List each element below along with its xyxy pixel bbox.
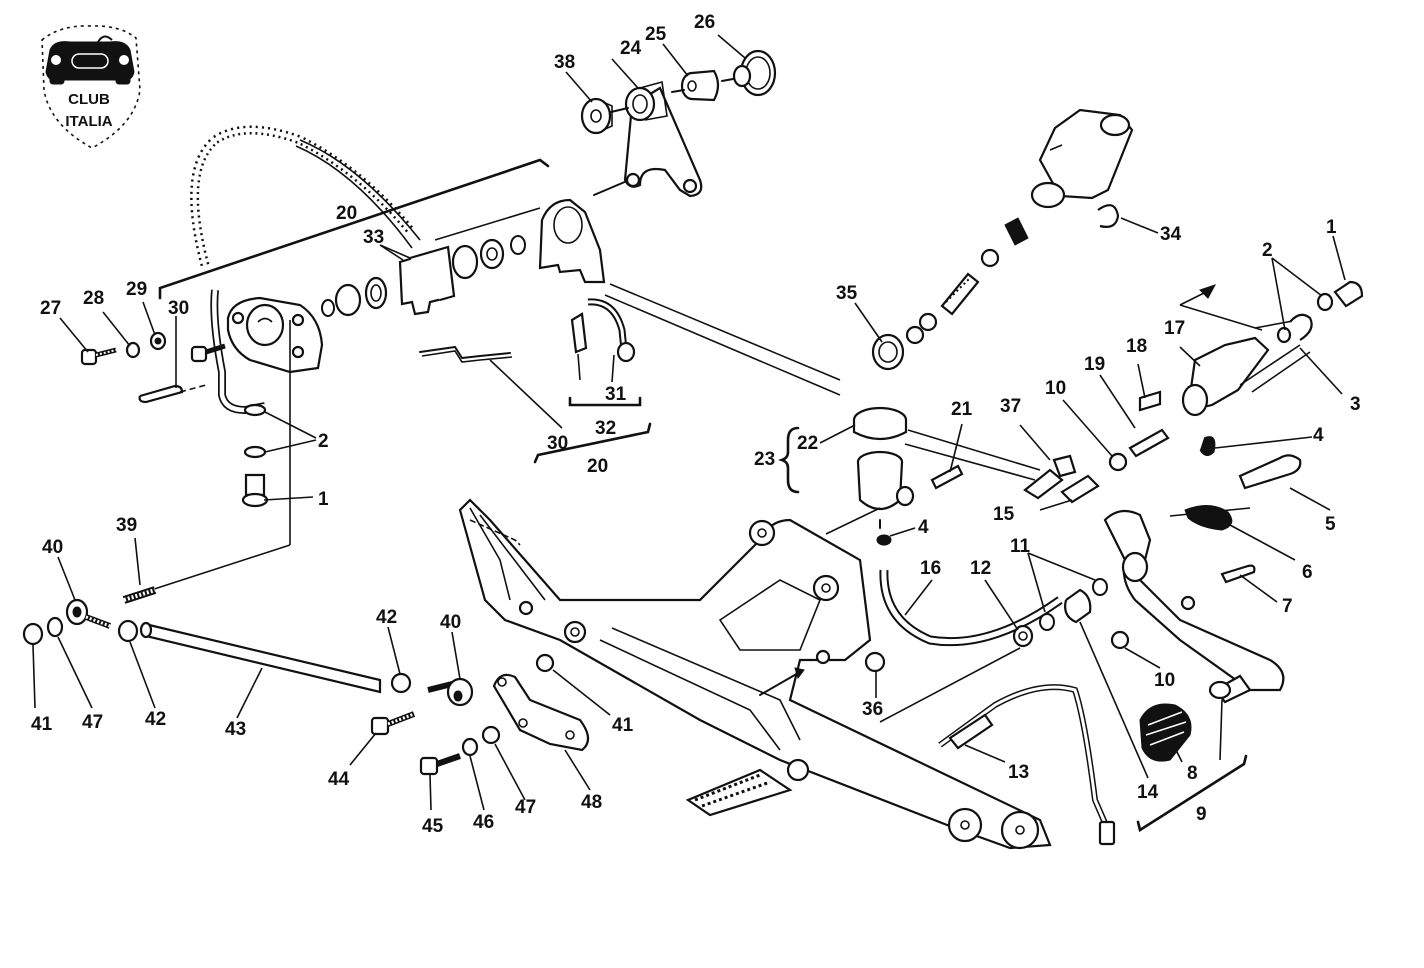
part-label-47[interactable]: 47 [82, 712, 103, 733]
part-label-22[interactable]: 22 [797, 433, 818, 454]
part-label-18[interactable]: 18 [1126, 336, 1147, 357]
logo-text-club: CLUB [68, 91, 110, 108]
brake-fluid-reservoir [825, 406, 1041, 546]
part-label-41[interactable]: 41 [612, 715, 634, 736]
part-label-12[interactable]: 12 [970, 558, 991, 579]
part-label-36[interactable]: 36 [862, 699, 883, 720]
hose-fittings [1023, 454, 1100, 504]
part-label-11[interactable]: 11 [1010, 536, 1031, 557]
part-label-29[interactable]: 29 [126, 279, 147, 300]
classic-car-icon [45, 35, 135, 85]
part-label-15[interactable]: 15 [993, 504, 1015, 525]
brake-pad-assembly [398, 198, 841, 464]
part-label-10[interactable]: 10 [1045, 378, 1066, 399]
part-label-48[interactable]: 48 [581, 792, 602, 813]
brake-pedal [1103, 454, 1302, 833]
part-label-9[interactable]: 9 [1196, 804, 1207, 825]
part-label-42[interactable]: 42 [145, 709, 166, 730]
group-bracket-20 [158, 158, 550, 300]
part-label-37[interactable]: 37 [1000, 396, 1021, 417]
part-label-42[interactable]: 42 [376, 607, 397, 628]
caliper-fasteners [80, 320, 291, 593]
part-label-38[interactable]: 38 [554, 52, 575, 73]
part-label-43[interactable]: 43 [225, 719, 246, 740]
part-label-41[interactable]: 41 [31, 714, 53, 735]
part-label-23[interactable]: 23 [754, 449, 775, 470]
part-label-17[interactable]: 17 [1164, 318, 1185, 339]
part-label-25[interactable]: 25 [645, 24, 667, 45]
master-cylinder-assembly [871, 108, 1134, 371]
part-label-13[interactable]: 13 [1008, 762, 1029, 783]
part-label-44[interactable]: 44 [328, 769, 350, 790]
part-label-10[interactable]: 10 [1154, 670, 1175, 691]
part-label-2[interactable]: 2 [318, 431, 329, 452]
part-label-19[interactable]: 19 [1084, 354, 1105, 375]
part-label-20[interactable]: 20 [336, 203, 357, 224]
part-label-4[interactable]: 4 [1313, 425, 1324, 446]
rear-caliper [226, 276, 388, 374]
part-label-2[interactable]: 2 [1262, 240, 1273, 261]
part-label-5[interactable]: 5 [1325, 514, 1336, 535]
part-label-32[interactable]: 32 [595, 418, 616, 439]
part-label-31[interactable]: 31 [605, 384, 627, 405]
part-label-4[interactable]: 4 [918, 517, 929, 538]
part-label-27[interactable]: 27 [40, 298, 61, 319]
part-label-45[interactable]: 45 [422, 816, 444, 837]
linkage-rod-assembly [22, 586, 590, 776]
part-label-21[interactable]: 21 [951, 399, 973, 420]
part-label-30[interactable]: 30 [168, 298, 189, 319]
part-label-6[interactable]: 6 [1302, 562, 1313, 583]
part-label-35[interactable]: 35 [836, 283, 858, 304]
part-label-46[interactable]: 46 [473, 812, 494, 833]
part-label-1[interactable]: 1 [1326, 217, 1337, 238]
part-label-26[interactable]: 26 [694, 12, 715, 33]
part-label-40[interactable]: 40 [42, 537, 63, 558]
part-label-33[interactable]: 33 [363, 227, 384, 248]
part-label-47[interactable]: 47 [515, 797, 536, 818]
part-label-28[interactable]: 28 [83, 288, 104, 309]
part-label-7[interactable]: 7 [1282, 596, 1293, 617]
part-label-16[interactable]: 16 [920, 558, 941, 579]
part-label-34[interactable]: 34 [1160, 224, 1182, 245]
club-italia-logo: CLUB ITALIA [41, 25, 141, 149]
part-label-8[interactable]: 8 [1187, 763, 1198, 784]
logo-text-italia: ITALIA [65, 113, 112, 130]
upper-bracket-assembly [580, 49, 777, 198]
footrest-hanger-plate [458, 498, 1052, 850]
clutch-slave-linkage [1108, 280, 1364, 472]
part-label-20[interactable]: 20 [587, 456, 608, 477]
part-label-40[interactable]: 40 [440, 612, 461, 633]
part-label-14[interactable]: 14 [1137, 782, 1159, 803]
pedal-pivot-parts [879, 578, 1149, 779]
part-label-1[interactable]: 1 [318, 489, 329, 510]
part-label-39[interactable]: 39 [116, 515, 137, 536]
part-label-3[interactable]: 3 [1350, 394, 1361, 415]
part-label-24[interactable]: 24 [620, 38, 642, 59]
leader-lines [32, 34, 1346, 811]
group-bracket-23 [777, 426, 800, 494]
part-label-30[interactable]: 30 [547, 433, 568, 454]
part-number-labels: 38 24 25 26 20 33 27 28 29 30 2 1 30 31 … [31, 12, 1361, 837]
brake-hose [190, 125, 421, 415]
